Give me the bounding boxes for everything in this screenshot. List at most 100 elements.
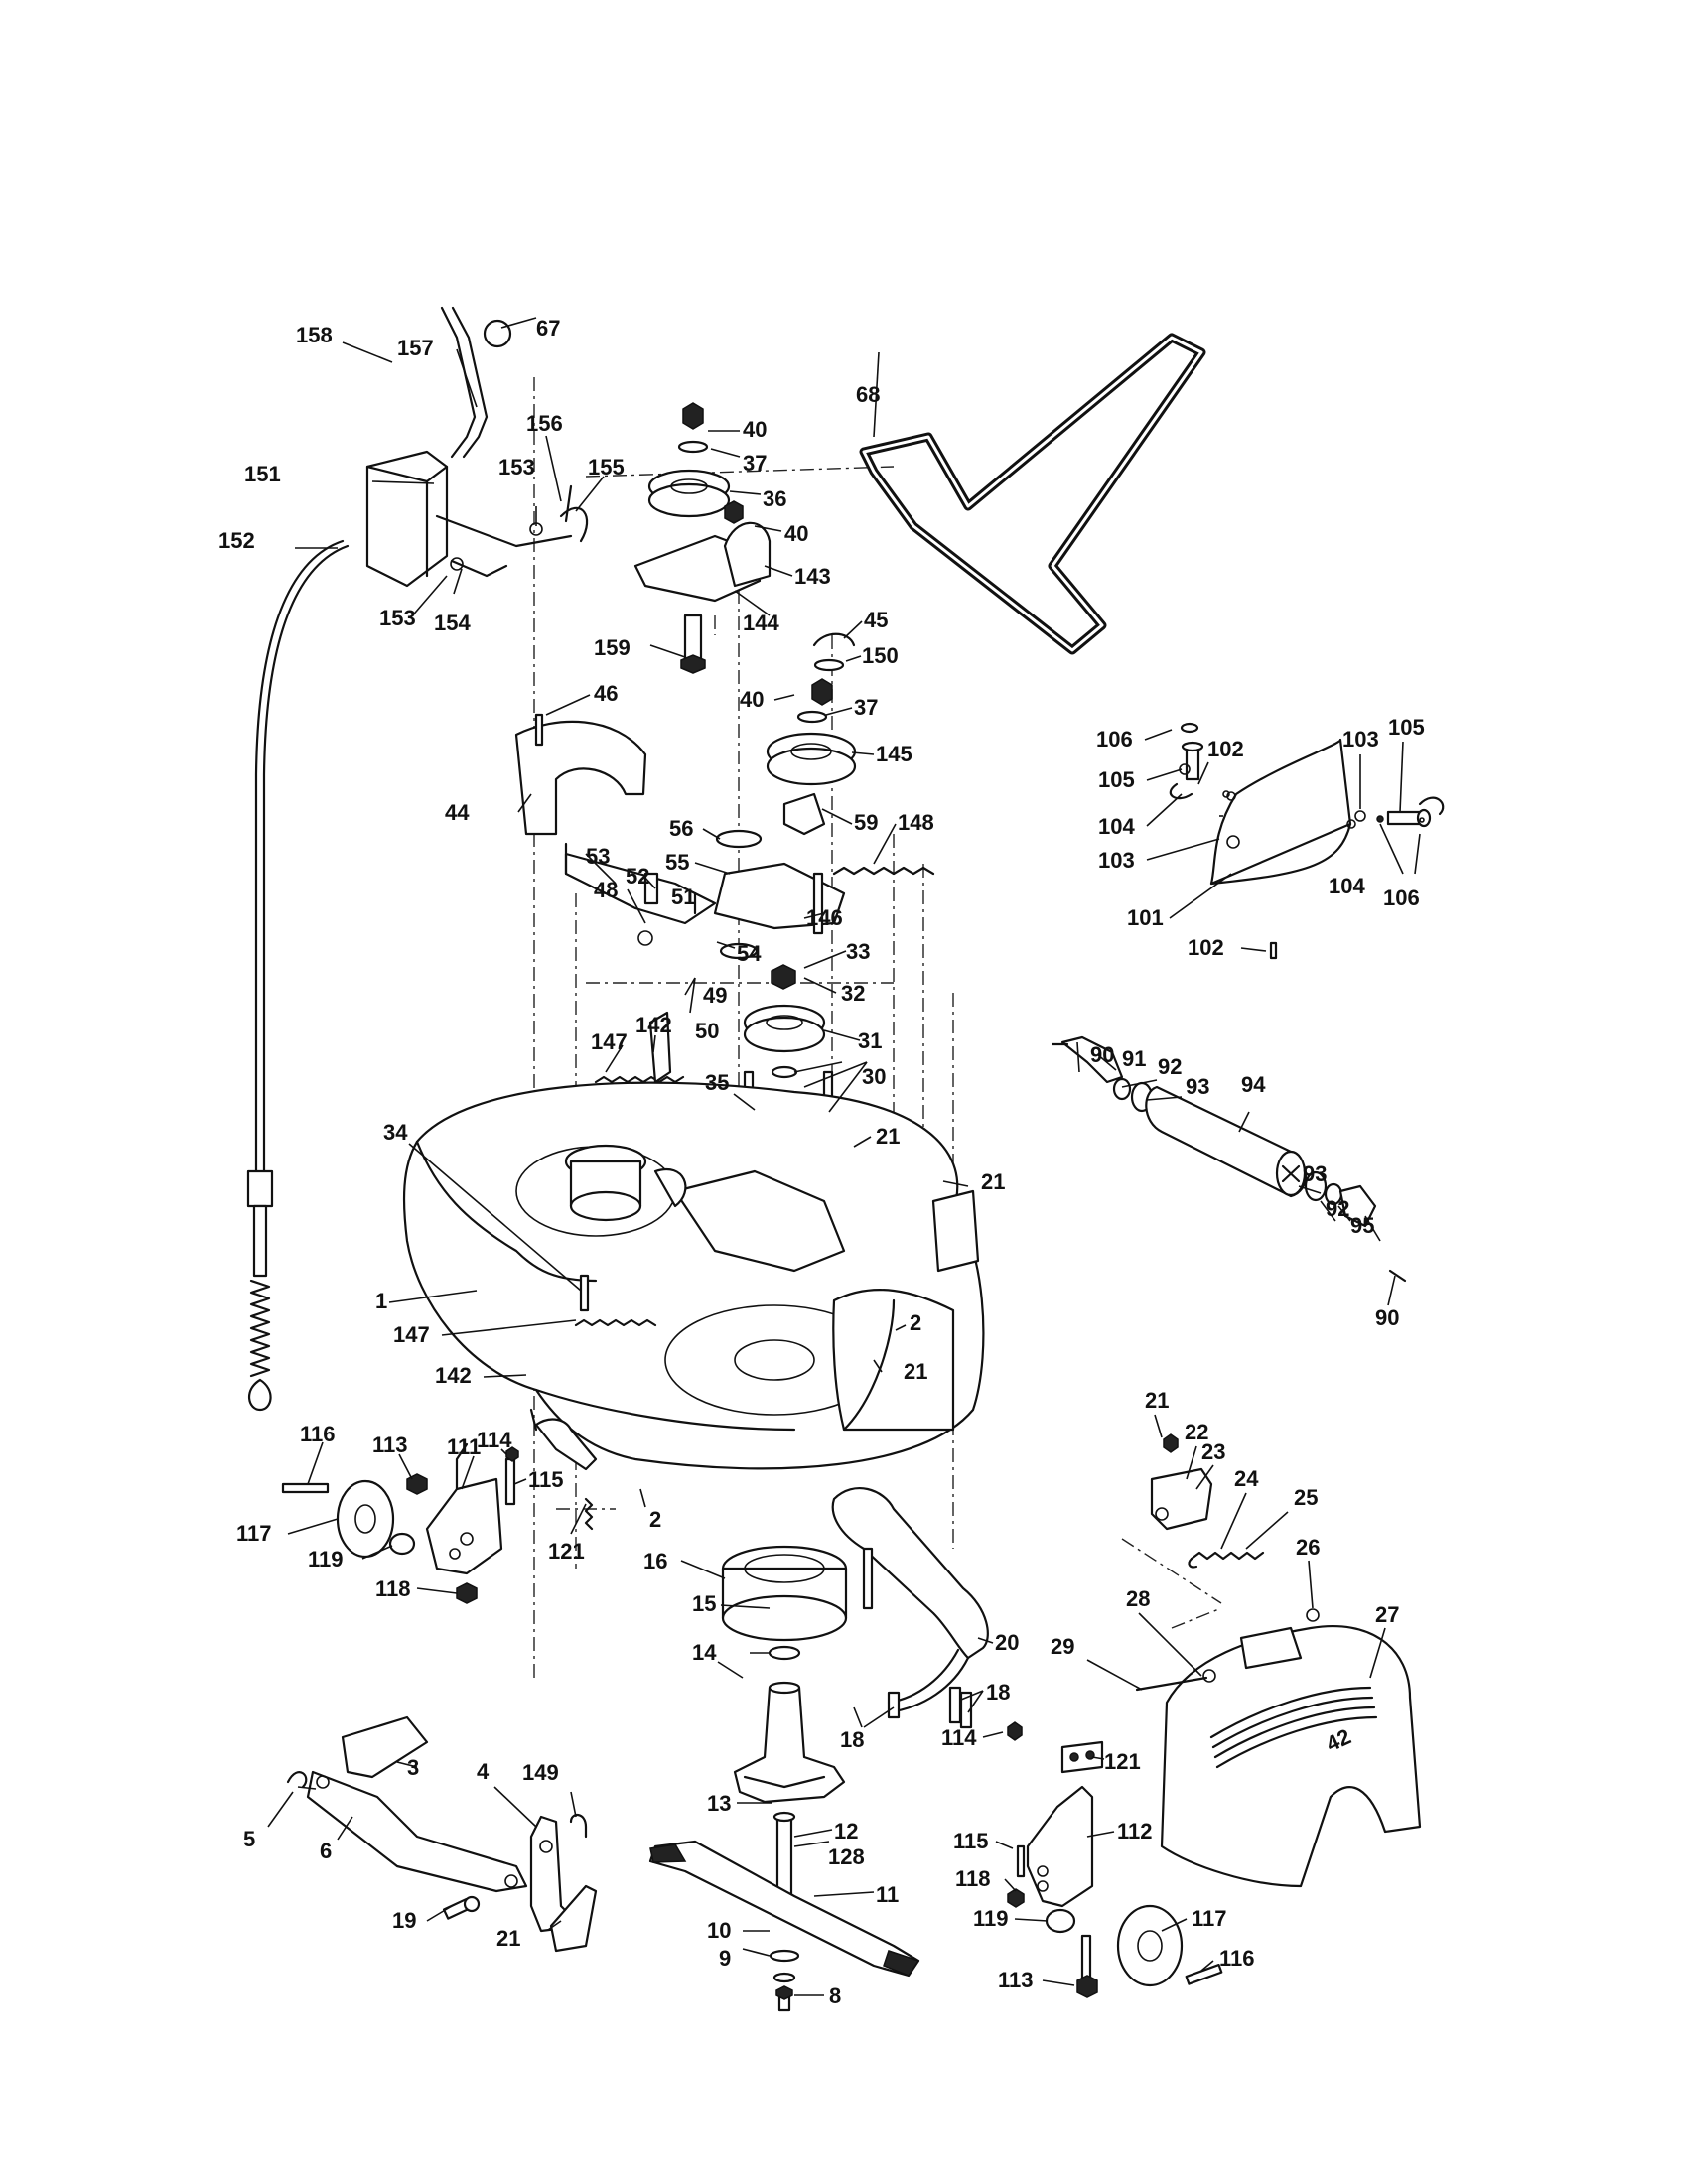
label-6: 6 [320,1839,332,1863]
label-95: 95 [1350,1213,1374,1238]
label-93a: 93 [1186,1074,1209,1099]
label-146: 146 [806,905,843,930]
label-11: 11 [876,1882,899,1907]
label-117a: 117 [236,1521,272,1546]
label-23: 23 [1201,1439,1225,1464]
label-115a: 115 [528,1467,564,1492]
label-154: 154 [434,611,471,635]
anti-scalp-roller [1051,1035,1407,1283]
label-94: 94 [1241,1072,1266,1097]
label-111: 111 [447,1434,481,1459]
label-2a: 2 [910,1310,921,1335]
label-101: 101 [1127,905,1164,930]
label-142a: 142 [635,1013,672,1037]
label-1: 1 [375,1289,387,1313]
label-12: 12 [834,1819,858,1843]
label-67: 67 [536,316,560,341]
label-28: 28 [1126,1586,1150,1611]
label-35: 35 [705,1070,729,1095]
label-49: 49 [703,983,727,1008]
label-53: 53 [586,844,610,869]
label-16: 16 [643,1549,667,1573]
label-112: 112 [1117,1819,1153,1843]
label-103a: 103 [1342,727,1379,751]
label-20: 20 [995,1630,1019,1655]
label-29: 29 [1051,1634,1074,1659]
label-93b: 93 [1303,1161,1327,1186]
label-9: 9 [719,1946,731,1971]
label-13: 13 [707,1791,731,1816]
label-27: 27 [1375,1602,1399,1627]
label-152: 152 [218,528,255,553]
label-59: 59 [854,810,878,835]
idler-arm-assembly [564,792,935,960]
pulley-145-stack [766,632,857,786]
label-40c: 40 [740,687,764,712]
label-113a: 113 [372,1433,408,1457]
label-54: 54 [737,941,762,966]
label-145: 145 [876,742,912,766]
blade-spindle-stack [648,1545,920,2012]
label-25: 25 [1294,1485,1318,1510]
label-26: 26 [1296,1535,1320,1560]
label-153b: 153 [379,606,416,630]
label-148: 148 [898,810,934,835]
label-15: 15 [692,1591,716,1616]
label-51: 51 [671,885,695,909]
lift-arm-20 [831,1487,989,1729]
lift-handle-assembly [365,306,589,588]
label-55: 55 [665,850,689,875]
label-153a: 153 [498,455,535,479]
label-116b: 116 [1219,1946,1255,1971]
label-106b: 106 [1383,886,1420,910]
label-34: 34 [383,1120,408,1145]
label-104a: 104 [1098,814,1135,839]
label-56: 56 [669,816,693,841]
label-149: 149 [522,1760,559,1785]
label-114b: 114 [941,1725,977,1750]
label-48: 48 [594,878,618,902]
label-155: 155 [588,455,625,479]
label-50: 50 [695,1019,719,1043]
label-90b: 90 [1375,1305,1399,1330]
label-114a: 114 [477,1428,512,1452]
label-2b: 2 [649,1507,661,1532]
lift-linkage-left [286,1715,598,1953]
label-119b: 119 [973,1906,1009,1931]
leader-lines [267,341,1421,1996]
label-106a: 106 [1096,727,1133,751]
label-92b: 92 [1326,1196,1349,1221]
mower-deck-1 [402,1081,985,1470]
label-45: 45 [864,608,888,632]
label-128: 128 [828,1844,865,1869]
label-158: 158 [296,323,333,347]
label-32: 32 [841,981,865,1006]
label-19: 19 [392,1908,416,1933]
label-105b: 105 [1388,715,1425,740]
label-24: 24 [1234,1466,1259,1491]
label-118b: 118 [955,1866,991,1891]
knob-67 [483,319,512,348]
label-14: 14 [692,1640,717,1665]
label-143: 143 [794,564,831,589]
discharge-chute: 42 [1135,1433,1422,1888]
label-151: 151 [244,462,281,486]
label-102b: 102 [1188,935,1224,960]
label-121a: 121 [548,1539,585,1564]
label-18b: 18 [840,1727,864,1752]
label-36: 36 [763,486,786,511]
label-116a: 116 [300,1422,336,1446]
idler-pulley-assembly [633,402,772,674]
label-40a: 40 [743,417,767,442]
label-10: 10 [707,1918,731,1943]
part-labels: 67 157 158 156 153 155 151 152 153 154 4… [218,316,1425,2008]
label-21c: 21 [904,1359,927,1384]
label-91: 91 [1122,1046,1146,1071]
label-5: 5 [243,1827,255,1851]
label-144: 144 [743,611,779,635]
label-156: 156 [526,411,563,436]
label-46: 46 [594,681,618,706]
label-142b: 142 [435,1363,472,1388]
label-105a: 105 [1098,767,1135,792]
label-90a: 90 [1090,1042,1114,1067]
